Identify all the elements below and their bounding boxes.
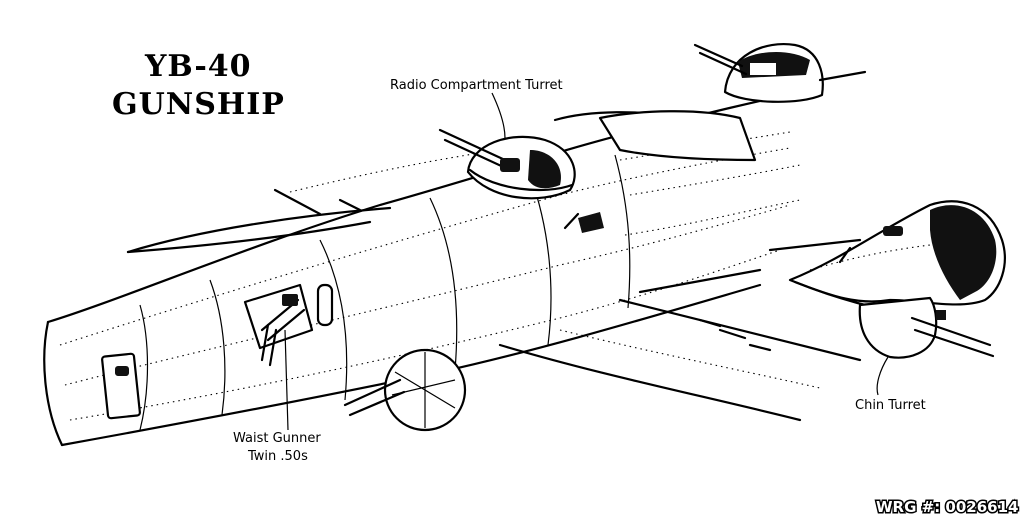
radio-turret <box>438 110 757 200</box>
watermark: WRG #: 0026614 <box>876 498 1018 516</box>
side-hatch <box>101 352 141 420</box>
radio-window <box>578 212 604 233</box>
nose-glazing <box>930 205 997 300</box>
chin-turret-body <box>858 296 938 359</box>
radio-turret-leader <box>491 92 506 139</box>
chin-turret-leader <box>876 356 889 396</box>
waist-gunner-label-2: Twin .50s <box>247 449 308 464</box>
waist-guns <box>260 294 306 367</box>
right-wing <box>498 238 862 422</box>
waist-gunner-label-1: Waist Gunner <box>233 431 321 446</box>
top-turret <box>693 43 867 103</box>
chin-turret-label: Chin Turret <box>855 398 926 413</box>
hatch-window <box>115 366 129 376</box>
title-line-2: GUNSHIP <box>112 87 285 122</box>
radio-turret-label: Radio Compartment Turret <box>390 78 563 93</box>
title-line-1: YB-40 <box>144 49 252 84</box>
nose-section <box>788 200 1006 359</box>
tailplane <box>126 188 392 254</box>
ball-turret <box>343 348 467 432</box>
waist-gunner-leader <box>284 329 289 431</box>
diagram-title: YB-40 GUNSHIP <box>112 49 285 122</box>
